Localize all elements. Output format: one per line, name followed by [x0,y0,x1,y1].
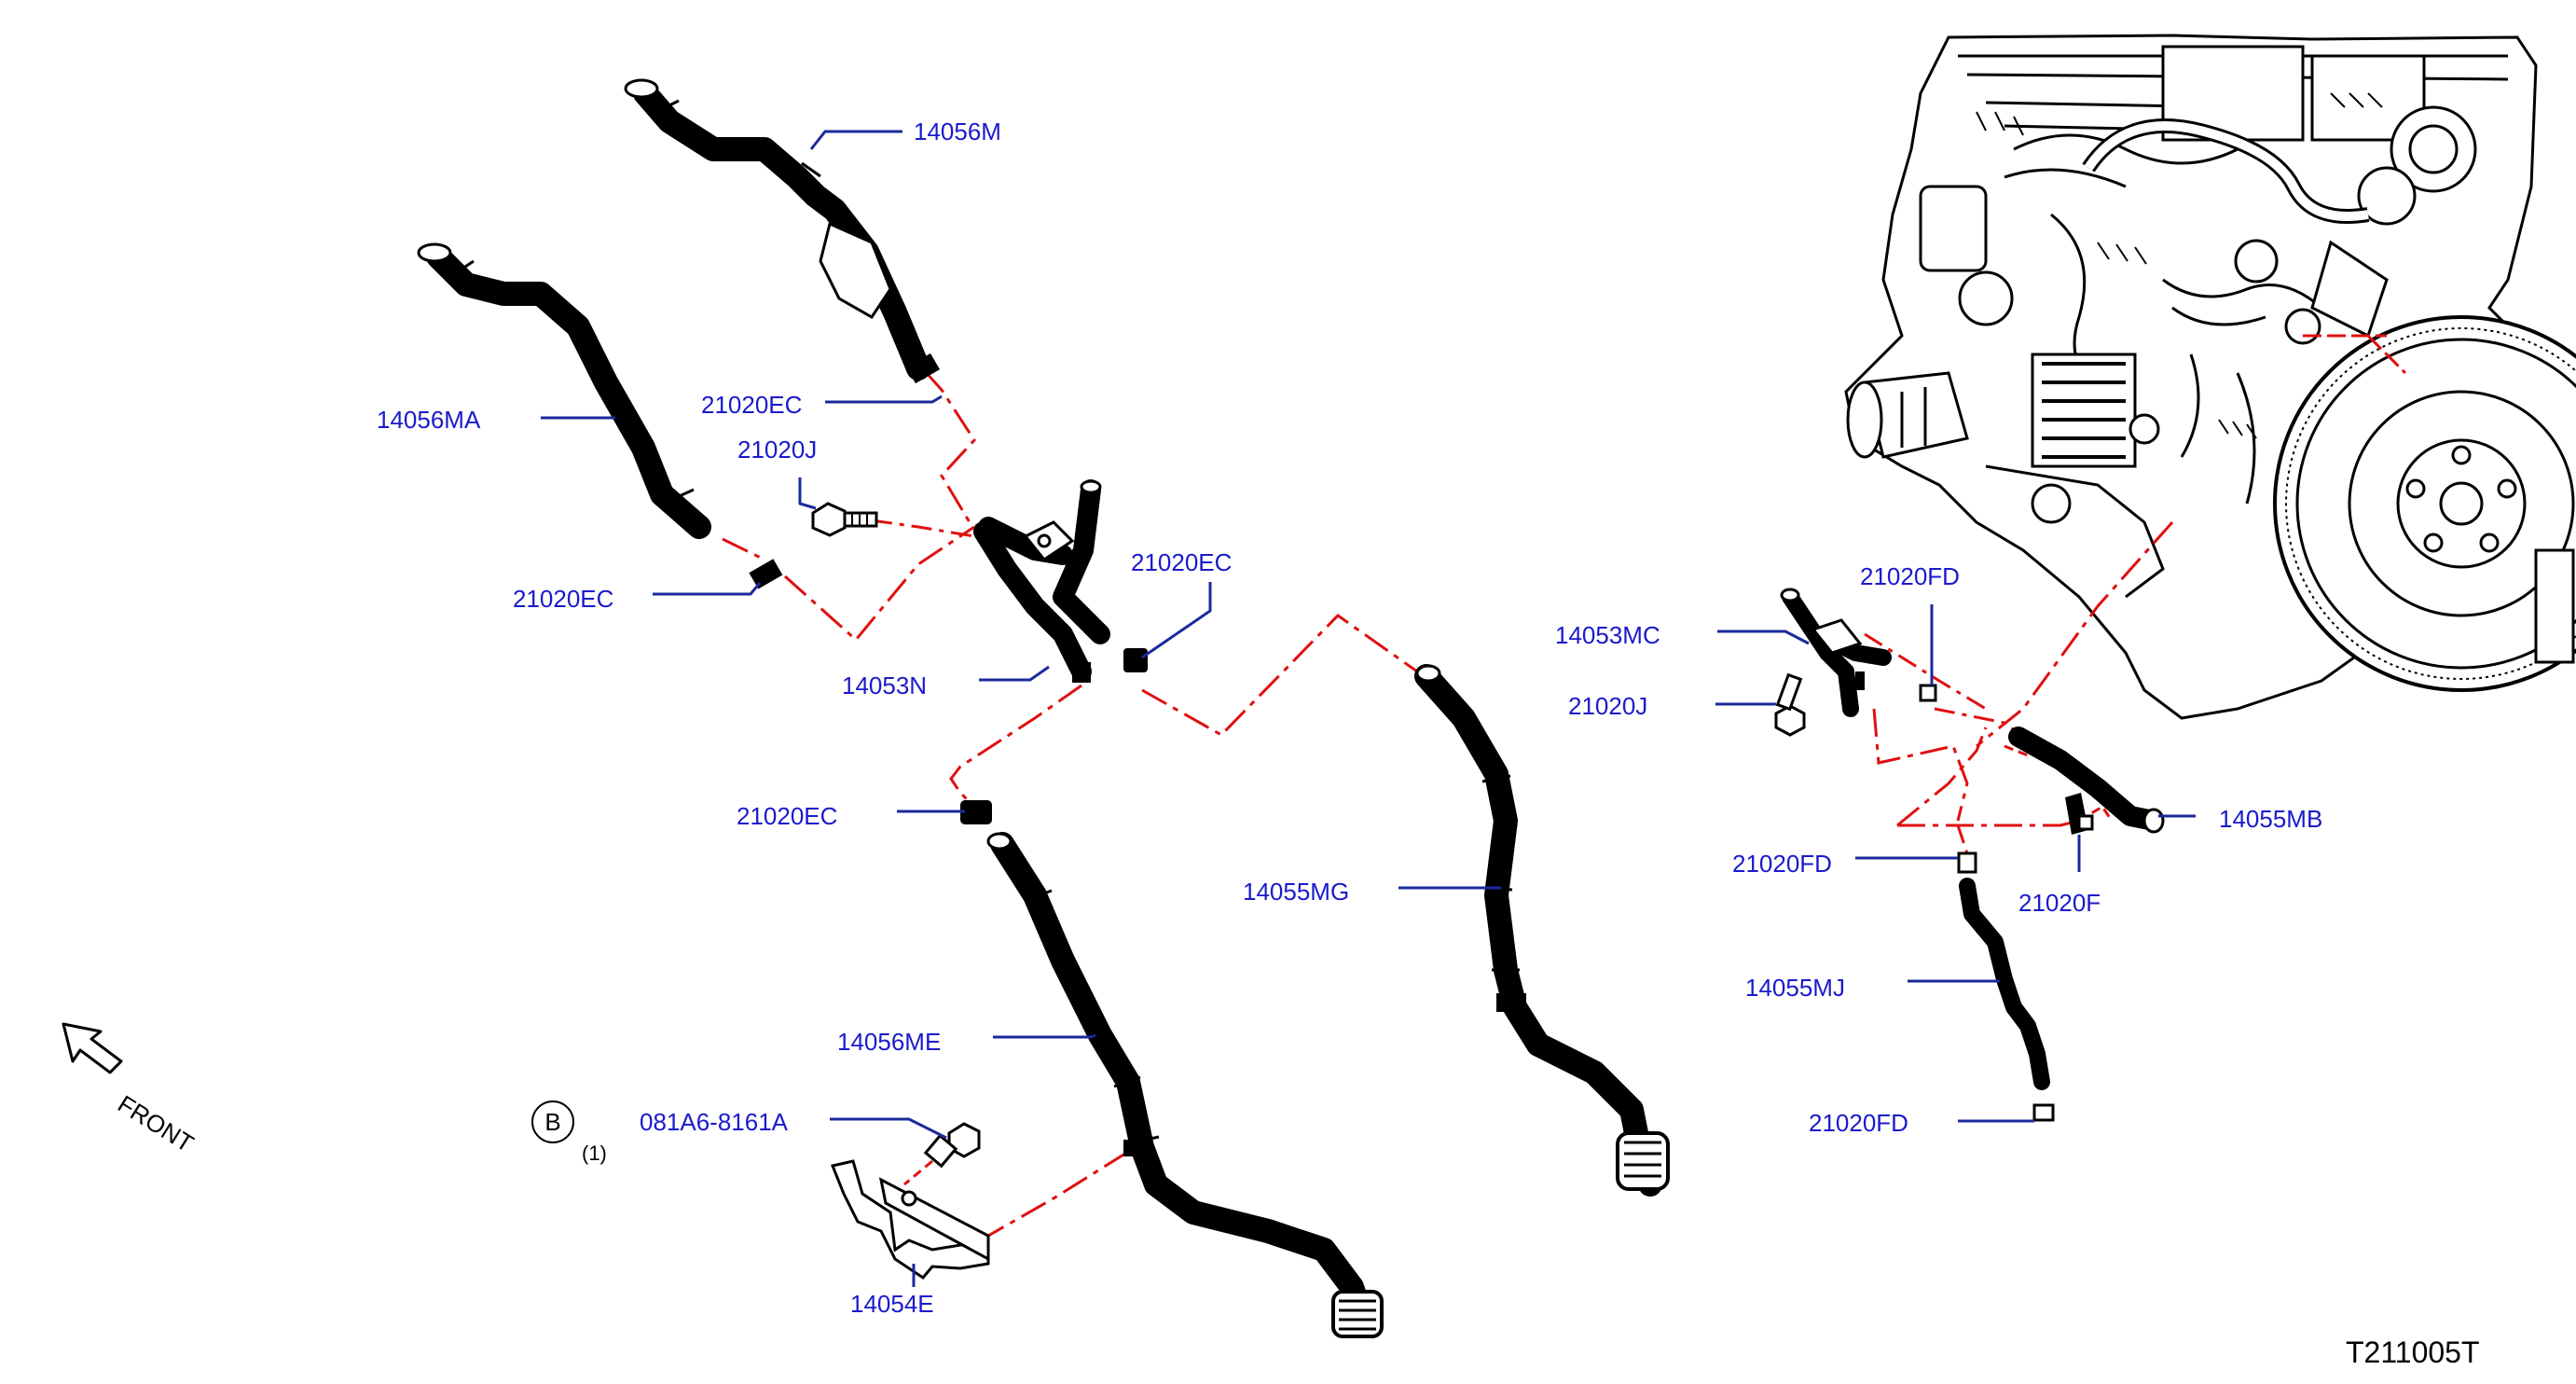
bolt-21020J-right [1774,672,1806,737]
label-21020FD-mid[interactable]: 21020FD [1732,850,1832,878]
label-14055MJ[interactable]: 14055MJ [1745,974,1845,1002]
reference-quantity: (1) [582,1142,607,1165]
label-21020FD-top[interactable]: 21020FD [1860,562,1960,590]
label-14054E[interactable]: 14054E [850,1290,934,1318]
label-14056MA[interactable]: 14056MA [377,406,481,434]
pipe-14053MC [1780,588,1892,717]
label-21020F[interactable]: 21020F [2018,889,2101,917]
diagram-id: T211005T [2346,1336,2480,1369]
bolt-081A6-8161A [923,1122,981,1169]
label-14056M[interactable]: 14056M [914,118,1001,145]
label-21020EC-left[interactable]: 21020EC [513,585,614,613]
hose-14055MG [1414,664,1670,1197]
flywheel-illustration [2273,315,2576,692]
clamp-21020FD-mid [1957,851,1977,874]
clamp-21020EC-low [960,800,992,824]
pipe-14053N [973,479,1148,683]
label-14053N[interactable]: 14053N [842,671,928,699]
hose-14056M [624,78,940,384]
label-14056ME[interactable]: 14056ME [837,1028,942,1056]
front-arrow-icon [62,1022,123,1074]
leader-lines [541,130,2196,1287]
label-081A6-8161A[interactable]: 081A6-8161A [640,1108,789,1136]
label-14055MB[interactable]: 14055MB [2219,805,2323,833]
hose-14056ME [986,832,1384,1338]
clamp-21020FD-top [1919,684,1937,702]
label-21020EC-low[interactable]: 21020EC [737,802,838,830]
label-14053MC[interactable]: 14053MC [1555,621,1660,649]
label-21020EC-mid[interactable]: 21020EC [1131,548,1233,576]
label-21020J-right[interactable]: 21020J [1568,692,1648,720]
bracket-14054E [830,1159,990,1280]
bolt-21020J-left [811,502,878,537]
hose-14055MJ [1959,878,2055,1122]
reference-circle-b: B [531,1100,574,1143]
clamp-21020F [2065,793,2094,835]
hose-14056MA [417,242,783,589]
label-21020J-left[interactable]: 21020J [737,436,818,464]
label-14055MG[interactable]: 14055MG [1243,878,1350,906]
label-21020EC-top[interactable]: 21020EC [701,391,803,419]
engine-assembly-illustration [1844,34,2538,720]
hose-14055MB [2008,727,2165,834]
label-21020FD-low[interactable]: 21020FD [1809,1109,1908,1137]
